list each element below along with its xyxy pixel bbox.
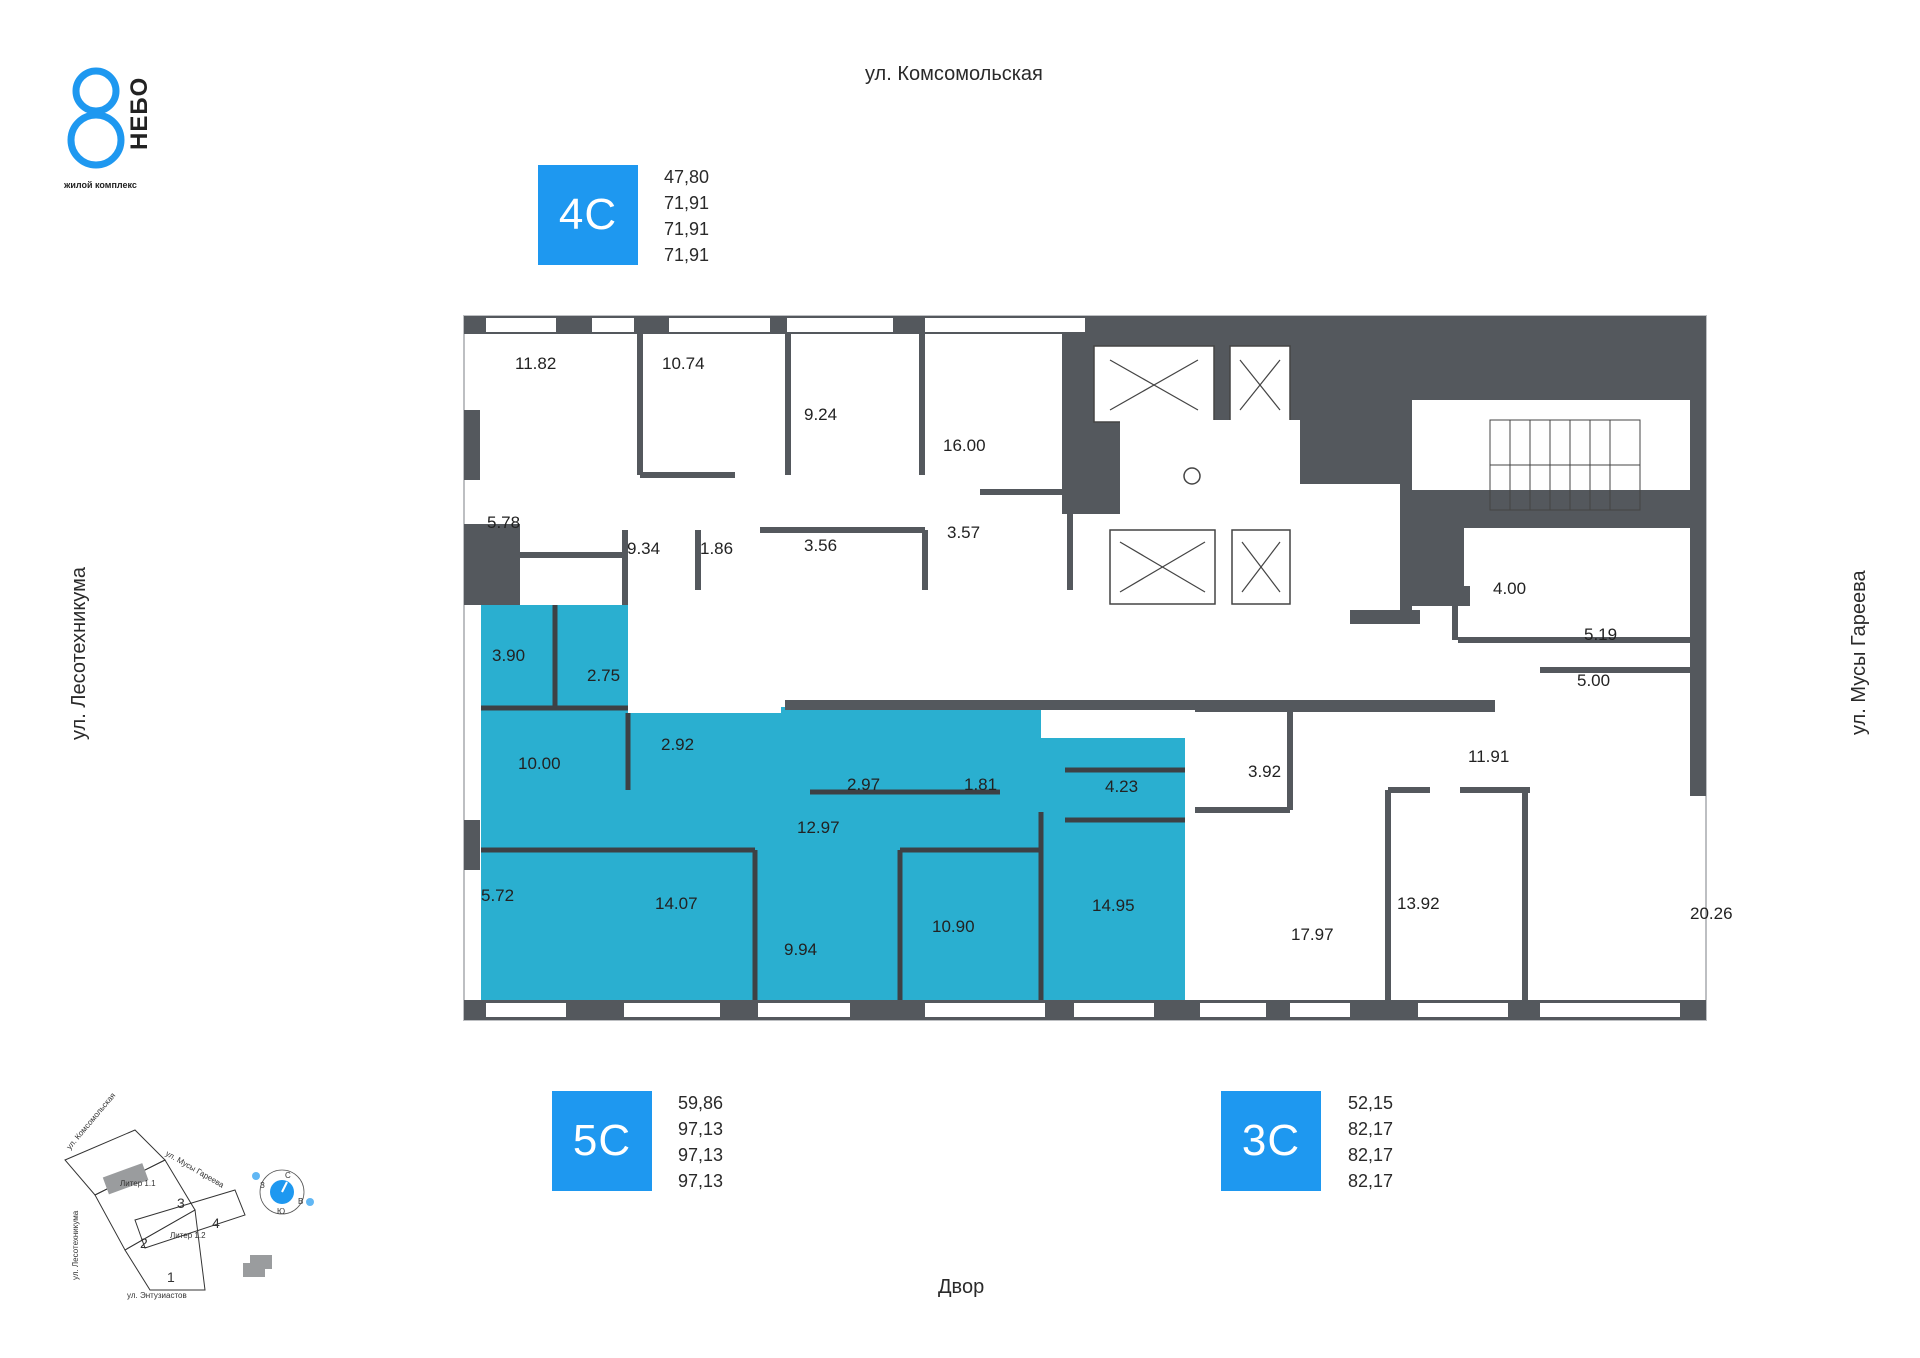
site-label: 1 [167,1269,175,1285]
room-area-label: 5.00 [1577,671,1610,690]
room-area-label: 10.90 [932,917,975,936]
apartment-type-badge-4c: 4С [538,165,638,265]
logo: НЕБО жилой комплекс [64,66,176,196]
compass-label: З [260,1181,265,1190]
area-value: 47,80 [664,167,710,187]
apartment-areas-5c: 59,86 97,13 97,13 97,13 [678,1090,723,1194]
site-label: 4 [212,1215,220,1231]
area-value: 71,91 [664,193,710,213]
room-area-label: 2.75 [587,666,620,685]
logo-subtitle: жилой комплекс [64,180,137,190]
room-area-label: 16.00 [943,436,986,455]
elevator-cross-marks [1109,359,1281,593]
area-value: 71,91 [664,245,710,265]
room-area-label: 2.92 [661,735,694,754]
room-area-label: 13.92 [1397,894,1440,913]
street-bottom: Двор [938,1276,985,1298]
site-label: ул. Комсомольская [65,1091,118,1151]
room-area-label: 9.24 [804,405,837,424]
room-area-label: 9.34 [627,539,660,558]
site-label: ул. Энтузиастов [127,1291,187,1300]
apartment-areas-3c: 52,15 82,17 82,17 82,17 [1348,1090,1393,1194]
room-area-label: 1.81 [964,775,997,794]
room-area-label: 3.56 [804,536,837,555]
area-value: 82,17 [1348,1171,1394,1191]
room-area-label: 5.78 [487,513,520,532]
apartment-5c-walls [481,605,1185,1000]
room-area-label: 2.97 [847,775,880,794]
room-area-label: 10.00 [518,754,561,773]
area-value: 82,17 [1348,1119,1394,1139]
compass-icon: С В Ю З [252,1169,314,1216]
compass-label: Ю [277,1207,285,1216]
site-label: ул. Лесотехникума [71,1210,80,1280]
room-area-label: 5.19 [1584,625,1617,644]
area-value: 59,86 [678,1093,724,1113]
compass-label: В [298,1197,303,1206]
staircase [1489,419,1641,511]
site-map: Литер 1.1 Литер 1.2 1 2 3 4 ул. Комсомол… [64,1091,314,1300]
wheelchair-icon [1183,467,1201,485]
room-area-label: 1.86 [700,539,733,558]
area-value: 52,15 [1348,1093,1394,1113]
room-area-label: 3.92 [1248,762,1281,781]
site-building-literal-1-2 [134,1189,246,1249]
room-area-label: 10.74 [662,354,705,373]
room-area-label: 5.72 [481,886,514,905]
room-area-label: 4.23 [1105,777,1138,796]
street-top: ул. Комсомольская [865,63,1043,85]
room-area-label: 3.57 [947,523,980,542]
room-area-label: 12.97 [797,818,840,837]
apartment-type-badge-3c: 3С [1221,1091,1321,1191]
apartment-areas-4c: 47,80 71,91 71,91 71,91 [664,164,709,268]
site-label: Литер 1.2 [170,1231,206,1240]
site-label: Литер 1.1 [120,1179,156,1188]
area-value: 97,13 [678,1171,724,1191]
area-value: 71,91 [664,219,710,239]
area-value: 97,13 [678,1145,724,1165]
site-label: 3 [177,1195,185,1211]
room-area-label: 9.94 [784,940,817,959]
logo-eight-icon [67,67,125,169]
room-area-label: 14.95 [1092,896,1135,915]
apartment-type-badge-5c: 5С [552,1091,652,1191]
interior-walls [480,334,1690,1000]
room-area-label: 11.91 [1468,747,1509,766]
room-area-label: 11.82 [515,354,556,373]
room-area-label: 14.07 [655,894,698,913]
room-area-label: 20.26 [1690,904,1733,923]
area-value: 97,13 [678,1119,724,1139]
room-area-label: 17.97 [1291,925,1334,944]
room-area-label: 4.00 [1493,579,1526,598]
room-area-label: 3.90 [492,646,525,665]
site-label: ул. Мусы Гареева [164,1149,226,1190]
compass-label: С [285,1171,291,1180]
area-value: 82,17 [1348,1145,1394,1165]
site-label: 2 [140,1235,148,1251]
